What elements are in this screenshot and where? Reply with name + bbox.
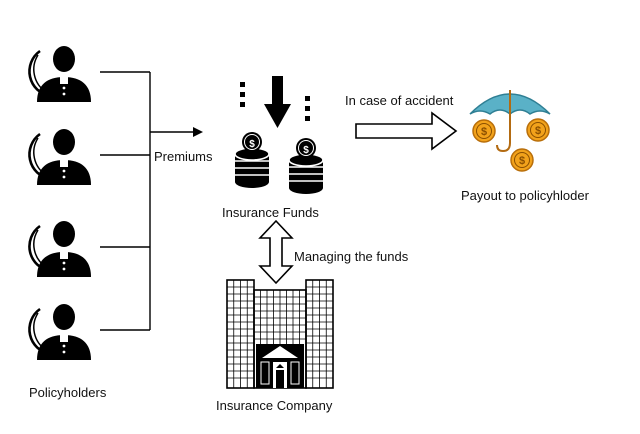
svg-text:$: $ [481,126,487,138]
person-icon [28,219,93,279]
double-arrow-icon [258,219,294,285]
coin-symbol: $ [249,139,255,150]
accident-label: In case of accident [345,93,454,108]
person-icon [28,127,93,187]
insurance-funds-label: Insurance Funds [222,205,319,220]
managing-funds-label: Managing the funds [294,249,409,264]
dash-marks-icon [240,82,310,121]
svg-text:$: $ [519,155,525,167]
premium-connector [100,71,196,331]
coin-icon: $ [472,119,496,143]
building-entrance-icon [256,344,304,388]
premiums-label: Premiums [154,149,213,164]
insurance-company-label: Insurance Company [216,398,333,413]
insurance-funds-icon: $ $ [234,76,324,195]
coin-icon: $ [526,118,550,142]
person-icon [28,302,93,362]
policyholders-label: Policyholders [29,385,107,400]
arrow-head-icon [193,127,203,137]
person-icon [28,44,93,104]
coin-symbol: $ [303,145,309,156]
accident-arrow-icon [355,111,458,151]
down-arrow-icon [264,76,291,128]
coin-icon: $ [510,148,534,172]
payout-label: Payout to policyhloder [461,188,589,203]
umbrella-icon [469,90,551,153]
svg-text:$: $ [535,125,541,137]
